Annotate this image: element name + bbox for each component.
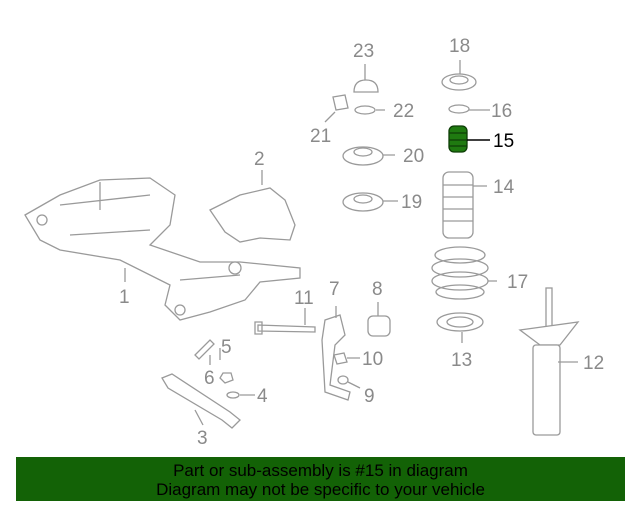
part-6-nut[interactable] [219, 372, 234, 384]
callout-16[interactable]: 16 [491, 101, 512, 122]
callout-1[interactable]: 1 [119, 287, 130, 308]
part-4-washer[interactable] [226, 391, 240, 399]
part-15-bump-stop[interactable] [448, 125, 468, 153]
callout-18[interactable]: 18 [449, 36, 470, 57]
callout-7[interactable]: 7 [329, 279, 340, 300]
part-3-arm[interactable] [161, 373, 241, 429]
callout-21[interactable]: 21 [310, 126, 331, 147]
part-7-arm[interactable] [321, 314, 351, 401]
callout-2[interactable]: 2 [254, 149, 265, 170]
part-13-seat[interactable] [436, 312, 484, 332]
part-23-cap[interactable] [353, 79, 379, 93]
part-11-bolt[interactable] [254, 321, 316, 335]
callout-11[interactable]: 11 [294, 288, 314, 309]
part-10-nut[interactable] [333, 352, 348, 365]
part-1-subframe[interactable] [24, 177, 301, 321]
part-9-nut[interactable] [337, 375, 349, 385]
part-17-spring[interactable] [431, 246, 489, 300]
part-5-bolt[interactable] [194, 339, 215, 360]
callout-4[interactable]: 4 [257, 386, 268, 407]
callout-23[interactable]: 23 [353, 41, 374, 62]
callout-5[interactable]: 5 [221, 337, 232, 358]
callout-13[interactable]: 13 [451, 350, 472, 371]
callout-17[interactable]: 17 [507, 272, 528, 293]
callout-12[interactable]: 12 [583, 353, 604, 374]
callout-3[interactable]: 3 [197, 428, 208, 449]
banner-part-text: Part or sub-assembly is #15 in diagram [173, 461, 468, 480]
callout-14[interactable]: 14 [493, 177, 515, 198]
info-banner: Part or sub-assembly is #15 in diagram D… [16, 457, 625, 501]
callout-8[interactable]: 8 [372, 279, 383, 300]
part-19-mount[interactable] [342, 192, 384, 212]
callout-10[interactable]: 10 [362, 349, 383, 370]
part-8-bushing[interactable] [367, 315, 391, 337]
leader-lines [124, 60, 578, 426]
part-2-shield[interactable] [209, 187, 296, 243]
part-14-boot[interactable] [442, 171, 474, 239]
part-21-nut[interactable] [332, 94, 349, 111]
callout-9[interactable]: 9 [364, 386, 375, 407]
banner-disclaimer-text: Diagram may not be specific to your vehi… [156, 480, 485, 499]
callout-22[interactable]: 22 [393, 101, 414, 122]
callout-15[interactable]: 15 [493, 131, 514, 152]
part-16-washer[interactable] [448, 104, 470, 114]
callout-20[interactable]: 20 [403, 146, 424, 167]
part-22-washer[interactable] [354, 105, 376, 115]
callout-19[interactable]: 19 [401, 192, 422, 213]
callout-6[interactable]: 6 [204, 368, 215, 389]
part-12-strut[interactable] [518, 287, 580, 436]
